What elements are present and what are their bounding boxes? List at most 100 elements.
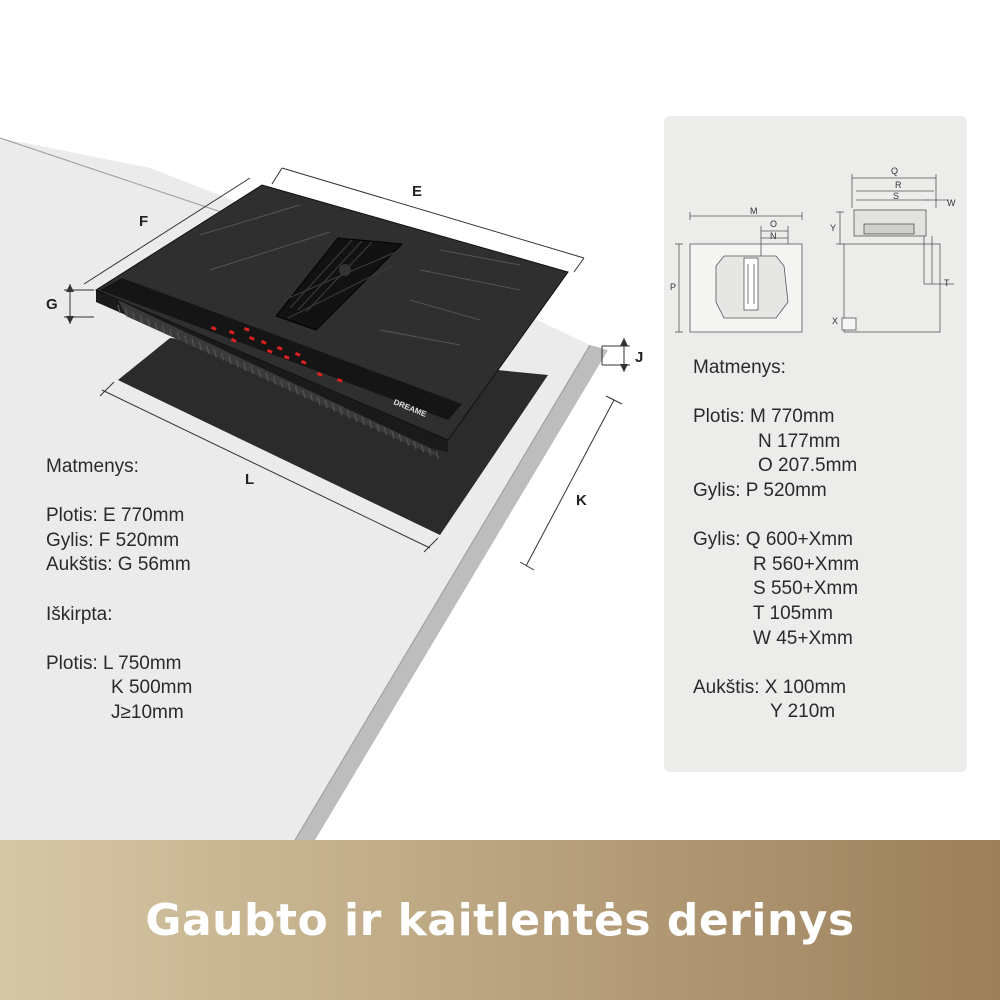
vent-slot [280, 379, 284, 388]
vent-slot [184, 335, 188, 344]
display-segment [316, 371, 323, 377]
spec-height: Aukštis: G 56mm [46, 554, 191, 576]
vent-slot [287, 383, 291, 392]
vent-slot [361, 417, 365, 426]
label-E: E [412, 183, 423, 200]
spec-depth: Gylis: F 520mm [46, 529, 180, 551]
spec-width-m: Plotis: M 770mm [693, 406, 835, 428]
cutout-heading: Iškirpta: [46, 603, 113, 625]
display-segment [248, 335, 255, 341]
countertop-edge [295, 345, 608, 840]
vent-slot [124, 308, 128, 317]
vent-slot [198, 342, 202, 351]
label-L: L [245, 471, 255, 488]
vent-slot [339, 406, 343, 416]
display-segment [228, 329, 235, 335]
spec-t: T 105mm [753, 602, 833, 624]
vent-slot [346, 410, 350, 419]
display-segment [260, 340, 267, 345]
vent-slot [435, 451, 439, 460]
display-segment [283, 354, 290, 360]
vent-slot [272, 376, 276, 385]
label-T: T [944, 278, 950, 288]
vent-slot [317, 396, 321, 405]
hob-installation-illustration: DREAME [0, 137, 630, 840]
spec-o: O 207.5mm [758, 455, 858, 477]
hob-front [96, 290, 448, 452]
vent-slot [176, 332, 180, 341]
vent-slot [228, 355, 232, 365]
vent-slot [295, 386, 299, 395]
spec-heading: Matmenys: [46, 456, 139, 477]
vent-slot [139, 315, 143, 324]
vent-slot [117, 304, 121, 314]
side-view-panel: M O N P Q R S W Y T X Matmenys: Plotis: … [664, 116, 967, 772]
control-display [210, 326, 343, 383]
display-segment [210, 326, 217, 331]
spec-heading-right: Matmenys: [693, 357, 786, 378]
vent-slot [191, 338, 195, 348]
display-segment [294, 352, 301, 357]
label-M: M [750, 206, 758, 216]
vent-slot [206, 345, 210, 354]
label-P: P [670, 282, 677, 292]
vent-slot [250, 366, 254, 375]
spec-width: Plotis: E 770mm [46, 505, 185, 527]
vent-slot [302, 389, 306, 399]
cutout-width: Plotis: L 750mm [46, 652, 182, 674]
cooking-zone-markings [199, 204, 521, 346]
label-O: O [770, 219, 778, 229]
banner-title: Gaubto ir kaitlentės derinys [145, 894, 855, 946]
vent-slot [391, 430, 395, 439]
hob-dimensions-text: Matmenys: Plotis: E 770mm Gylis: F 520mm… [46, 455, 192, 726]
vent-slot [213, 349, 217, 358]
display-segment [266, 349, 273, 354]
cutout-k: K 500mm [111, 677, 193, 699]
display-segment [336, 377, 343, 383]
vent-slot [428, 447, 432, 456]
vent-slot [383, 427, 387, 436]
label-G: G [46, 296, 58, 313]
label-S: S [893, 191, 900, 201]
dim-line-E [281, 167, 585, 259]
label-J: J [635, 349, 644, 366]
spec-s: S 550+Xmm [753, 578, 859, 600]
spec-n: N 177mm [758, 430, 841, 452]
display-segment [276, 346, 283, 351]
dim-line-F [83, 177, 251, 285]
vent-slot [376, 423, 380, 433]
vent-slot [406, 437, 410, 446]
cutout-j: J≥10mm [111, 701, 184, 723]
vent-slot [169, 328, 173, 337]
display-segment [243, 327, 250, 332]
vent-slot [235, 359, 239, 368]
label-F: F [139, 213, 149, 230]
vent-slot [258, 369, 262, 378]
hob-front-vents [117, 304, 439, 460]
vent-slot [147, 318, 151, 327]
vent-slot [154, 321, 158, 331]
label-N: N [770, 231, 777, 241]
label-Y: Y [830, 223, 837, 233]
side-view-diagram [675, 174, 954, 333]
display-segment [230, 338, 237, 343]
label-R: R [895, 180, 902, 190]
vent-slot [132, 311, 136, 320]
vent-slot [420, 444, 424, 453]
vent-slot [398, 434, 402, 443]
vent-slot [221, 352, 225, 361]
spec-depth-p: Gylis: P 520mm [693, 479, 827, 501]
vent-slot [309, 393, 313, 402]
downdraft-vent [275, 237, 404, 331]
spec-w: W 45+Xmm [753, 627, 853, 649]
spec-y: Y 210m [770, 701, 836, 723]
label-K: K [576, 492, 587, 509]
title-banner: Gaubto ir kaitlentės derinys [0, 840, 1000, 1000]
spec-r: R 560+Xmm [753, 553, 860, 575]
hob-underside [118, 300, 440, 458]
hood-dimensions-text: Matmenys: Plotis: M 770mm N 177mm O 207.… [693, 356, 859, 725]
spec-height-x: Aukštis: X 100mm [693, 676, 847, 698]
spec-depth-q: Gylis: Q 600+Xmm [693, 529, 853, 551]
label-Q: Q [891, 166, 899, 176]
vent-slot [369, 420, 373, 429]
